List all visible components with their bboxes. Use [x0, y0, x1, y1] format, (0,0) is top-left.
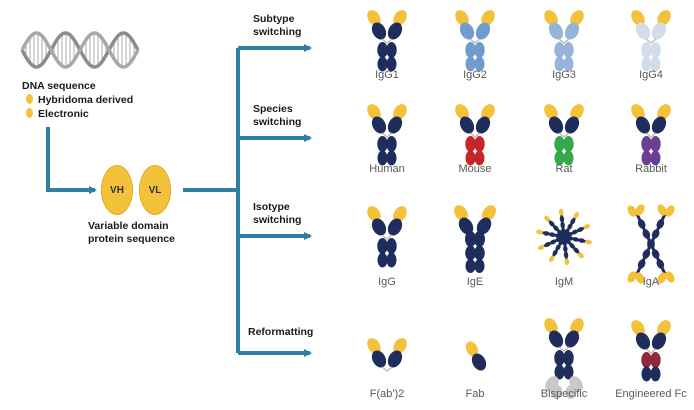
dna-helix-icon [20, 31, 140, 69]
rat-antibody-icon [544, 104, 584, 166]
igg-isotype-icon [367, 206, 407, 268]
bispecific-antibody-icon [544, 318, 584, 399]
human-antibody-icon [367, 104, 407, 166]
dna-item-hybridoma: Hybridoma derived [26, 94, 133, 107]
fab-fragment-icon [465, 341, 487, 371]
isotype-label-line2: switching [253, 214, 302, 226]
caption-rat: Rat [555, 163, 573, 175]
caption-ige: IgE [466, 276, 484, 288]
iga-dimer-icon [627, 204, 675, 284]
dna-title: DNA sequence [22, 80, 96, 92]
ige-antibody-icon [454, 205, 496, 273]
dna-to-domain-arrow [46, 127, 97, 194]
igg-antibody-icon [367, 10, 407, 72]
igg4-antibody-icon [631, 10, 671, 72]
isotype-label-line1: Isotype [253, 201, 290, 213]
caption-igg: IgG [378, 276, 396, 288]
caption-igg3: IgG3 [552, 69, 576, 81]
caption-igg1: IgG1 [375, 69, 399, 81]
mouse-antibody-icon [455, 104, 495, 166]
igg2-antibody-icon [455, 10, 495, 72]
vh-domain: VH [101, 165, 133, 215]
caption-rabbit: Rabbit [635, 163, 667, 175]
subtype-label-line1: Subtype [253, 13, 295, 25]
vl-domain: VL [139, 165, 171, 215]
caption-igg2: IgG2 [463, 69, 487, 81]
caption-human: Human [369, 163, 405, 175]
dna-item-electronic: Electronic [26, 108, 89, 121]
domain-trunk-line [183, 48, 240, 353]
igm-pentamer-icon [536, 208, 592, 266]
engineered-fc-antibody-icon [631, 320, 671, 382]
antibody-icons [367, 10, 675, 399]
gold-dot-icon [26, 108, 33, 118]
domain-caption-line2: protein sequence [88, 233, 175, 245]
caption-iga: IgA [642, 276, 660, 288]
igg3-antibody-icon [544, 10, 584, 72]
caption-bispecific: Bispecific [540, 388, 588, 400]
subtype-label-line2: switching [253, 26, 302, 38]
species-label-line2: switching [253, 116, 302, 128]
connector-arrows [46, 44, 312, 357]
caption-fab2: F(ab')2 [369, 388, 405, 400]
caption-igm: IgM [554, 276, 574, 288]
rabbit-antibody-icon [631, 104, 671, 166]
caption-mouse: Mouse [458, 163, 492, 175]
caption-igg4: IgG4 [639, 69, 663, 81]
gold-dot-icon [26, 94, 33, 104]
dna-item-label: Electronic [38, 108, 89, 120]
reformatting-label: Reformatting [248, 326, 314, 338]
dna-item-label: Hybridoma derived [38, 94, 134, 106]
fab2-fragment-icon [367, 338, 407, 372]
domain-caption-line1: Variable domain [88, 220, 169, 232]
species-label-line1: Species [253, 103, 293, 115]
caption-fab: Fab [465, 388, 485, 400]
caption-engineered-fc: Engineered Fc [615, 388, 687, 400]
